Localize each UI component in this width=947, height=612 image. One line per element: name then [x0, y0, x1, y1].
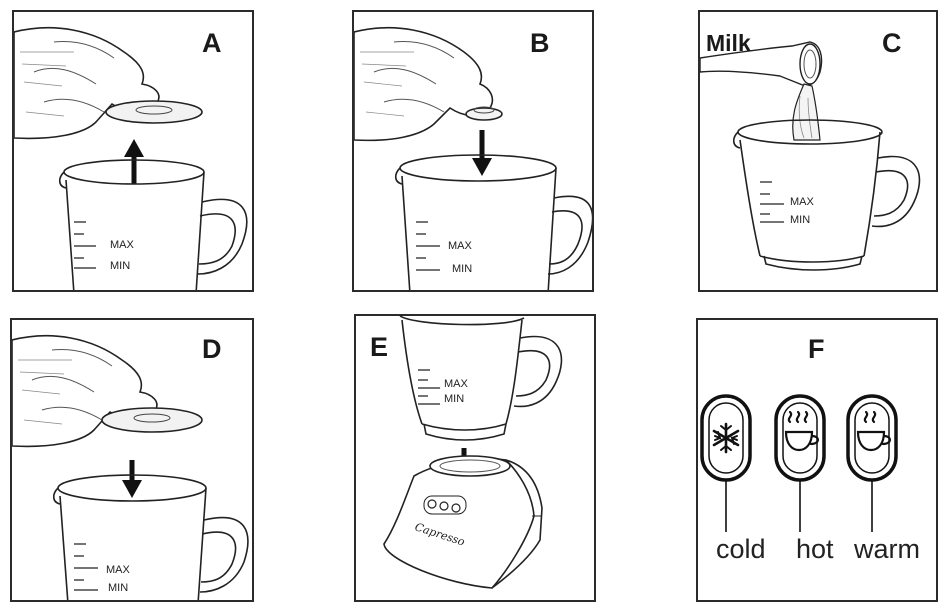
jug-handle [199, 516, 249, 593]
hot-label: hot [796, 534, 834, 564]
jug-handle [871, 155, 921, 228]
milk-carton [700, 41, 823, 87]
base-button-icon [451, 503, 461, 513]
frother-base [383, 457, 535, 589]
hand-shape [12, 334, 158, 448]
max-mark-label: MAX [110, 239, 134, 251]
min-mark-label: MIN [110, 260, 131, 272]
milk-stream [792, 83, 821, 141]
max-mark-label: MAX [106, 564, 130, 576]
cold-label: cold [716, 534, 766, 564]
min-mark-label: MIN [790, 214, 811, 226]
jug-handle [197, 198, 248, 275]
base-button-icon [427, 499, 437, 509]
min-mark-label: MIN [108, 582, 129, 594]
max-mark-label: MAX [444, 378, 468, 390]
steaming-cup-icon [784, 410, 819, 452]
arrow-up-icon [124, 139, 144, 157]
frothing-disc [105, 100, 203, 124]
panel-d: D MAX MIN [10, 318, 254, 602]
arrow-down-icon [122, 480, 142, 498]
min-mark-label: MIN [452, 263, 473, 275]
panel-letter: C [882, 28, 902, 58]
panel-e: E MAX MIN Capresso [354, 314, 596, 602]
panel-d-illustration [12, 334, 249, 600]
panel-e-illustration [383, 316, 563, 589]
max-mark-label: MAX [448, 240, 472, 252]
panel-c: Milk C MAX MIN [698, 10, 938, 292]
panel-b-illustration [354, 26, 592, 290]
hand-shape [354, 26, 494, 142]
jug-body [401, 319, 523, 425]
jug-body [65, 171, 205, 290]
warm-label: warm [854, 534, 920, 564]
jug-body [401, 167, 557, 290]
snowflake-icon [712, 422, 740, 454]
jug-body [739, 131, 881, 257]
steaming-cup-icon [856, 410, 891, 452]
min-mark-label: MIN [444, 393, 465, 405]
panel-letter: A [202, 28, 222, 58]
frothing-disc [101, 407, 203, 433]
panel-a-illustration [14, 26, 248, 290]
panel-letter: F [808, 334, 825, 364]
jug-body [59, 487, 207, 600]
panel-b: B MAX MIN [352, 10, 594, 292]
panel-c-illustration [700, 41, 921, 271]
jug-handle [513, 335, 563, 408]
jug-handle [547, 195, 592, 275]
panel-letter: B [530, 28, 550, 58]
frothing-spring [465, 107, 503, 121]
arrow-down-icon [472, 158, 492, 176]
max-mark-label: MAX [790, 196, 814, 208]
panel-f: F cold hot warm [696, 318, 938, 602]
milk-label: Milk [706, 30, 751, 56]
base-button-icon [439, 501, 449, 511]
panel-letter: E [370, 332, 389, 362]
panel-a: A MAX MIN [12, 10, 254, 292]
control-buttons-illustration [700, 394, 898, 532]
panel-letter: D [202, 334, 222, 364]
hand-shape [14, 26, 160, 140]
